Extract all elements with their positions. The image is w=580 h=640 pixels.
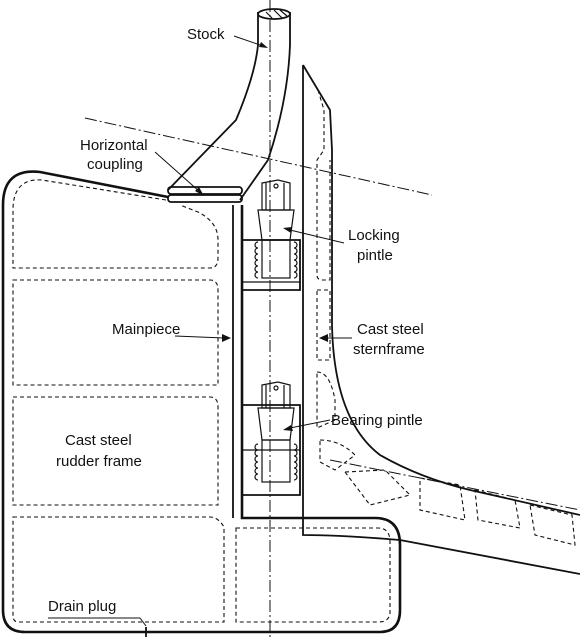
mainpiece-label: Mainpiece xyxy=(112,321,180,338)
sternframe-label-line2: sternframe xyxy=(353,341,425,358)
cast-steel-sternframe xyxy=(302,64,580,575)
locking-pintle-label-line1: Locking xyxy=(348,227,400,244)
horizontal-coupling-label-line2: coupling xyxy=(87,156,143,173)
bearing-pintle-label: Bearing pintle xyxy=(331,412,423,429)
locking-pintle-label-line2: pintle xyxy=(357,247,393,264)
rudder-frame-label-line1: Cast steel xyxy=(65,432,132,449)
inclined-reference-line xyxy=(84,117,433,196)
horizontal-coupling-label-line1: Horizontal xyxy=(80,137,148,154)
drain-plug-label: Drain plug xyxy=(48,598,116,615)
rudder-stock xyxy=(167,8,291,201)
rudder-frame-cells xyxy=(12,179,391,623)
rudder-body-outline xyxy=(1,170,402,634)
horizontal-coupling xyxy=(167,186,243,203)
bearing-pintle xyxy=(254,381,298,483)
sternframe-label-line1: Cast steel xyxy=(357,321,424,338)
leader-lines xyxy=(48,35,352,627)
locking-pintle xyxy=(254,179,298,279)
rudder-frame-label-line2: rudder frame xyxy=(56,453,142,470)
stock-label: Stock xyxy=(187,26,225,43)
